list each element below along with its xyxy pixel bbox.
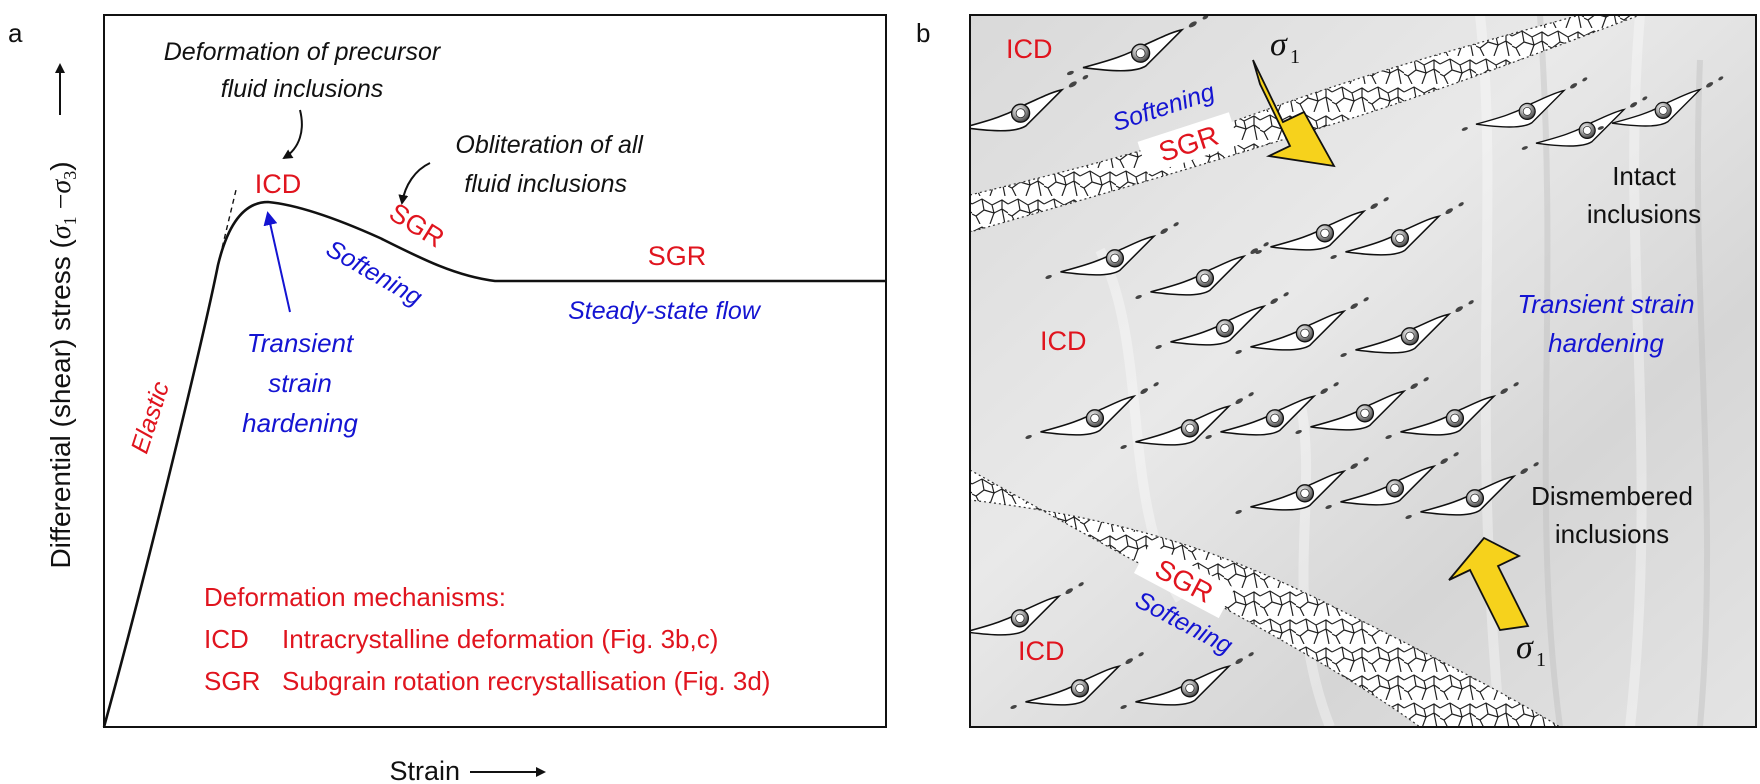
dismembered-line2: inclusions: [1555, 519, 1669, 549]
precursor-annotation-line1: Deformation of precursor: [164, 38, 442, 66]
sigma1-top-arrow: [1252, 59, 1336, 168]
intact-line2: inclusions: [1587, 199, 1701, 229]
legend-row-icd-text: Intracrystalline deformation (Fig. 3b,c): [282, 624, 718, 654]
svg-text:σ: σ: [1516, 629, 1534, 666]
sgr-steady-label: SGR: [648, 241, 707, 271]
sigma1-top-label: σ 1: [1270, 26, 1300, 68]
hardening-arrow: [263, 211, 291, 313]
panel-b-hardening-line1: Transient strain: [1517, 289, 1694, 319]
panel-b-hardening-line2: hardening: [1548, 328, 1664, 358]
y-axis-label: Differential (shear) stress (σ1 −σ3): [45, 63, 80, 569]
stress-strain-curve: [102, 200, 886, 728]
precursor-arrow: [282, 109, 303, 160]
x-axis-label: Strain: [389, 756, 460, 784]
legend-title: Deformation mechanisms:: [204, 582, 506, 612]
hardening-line3: hardening: [242, 408, 358, 438]
sigma1-bottom-arrow: [1448, 536, 1530, 631]
legend-row-sgr-abbr: SGR: [204, 666, 260, 696]
icd-top-label: ICD: [1006, 34, 1053, 64]
panel-a-frame: [103, 14, 887, 728]
legend-row-sgr-text: Subgrain rotation recrystallisation (Fig…: [282, 666, 770, 696]
steady-state-label: Steady-state flow: [568, 297, 762, 325]
icd-mid-label: ICD: [1040, 326, 1087, 356]
svg-text:σ: σ: [1270, 26, 1288, 63]
icd-bottom-label: ICD: [1018, 636, 1065, 666]
panel-b-label: b: [916, 18, 930, 48]
precursor-annotation-line2: fluid inclusions: [221, 75, 384, 103]
svg-text:1: 1: [1536, 649, 1546, 671]
hardening-line2: strain: [268, 368, 332, 398]
schematic-panel: [969, 14, 1757, 728]
svg-text:Differential (shear) stress (σ: Differential (shear) stress (σ1 −σ3): [45, 161, 80, 568]
elastic-extension-dashed: [217, 189, 237, 266]
hardening-line1: Transient: [247, 328, 355, 358]
icd-label: ICD: [255, 169, 302, 199]
intact-line1: Intact: [1612, 161, 1676, 191]
svg-text:1: 1: [1290, 46, 1300, 68]
obliteration-annotation-line1: Obliteration of all: [455, 131, 644, 159]
panel-a-label: a: [8, 18, 23, 48]
legend-row-icd-abbr: ICD: [204, 624, 249, 654]
dismembered-line1: Dismembered: [1531, 481, 1693, 511]
sigma1-bottom-label: σ 1: [1516, 629, 1546, 671]
obliteration-arrow: [398, 162, 431, 205]
obliteration-annotation-line2: fluid inclusions: [464, 170, 627, 198]
